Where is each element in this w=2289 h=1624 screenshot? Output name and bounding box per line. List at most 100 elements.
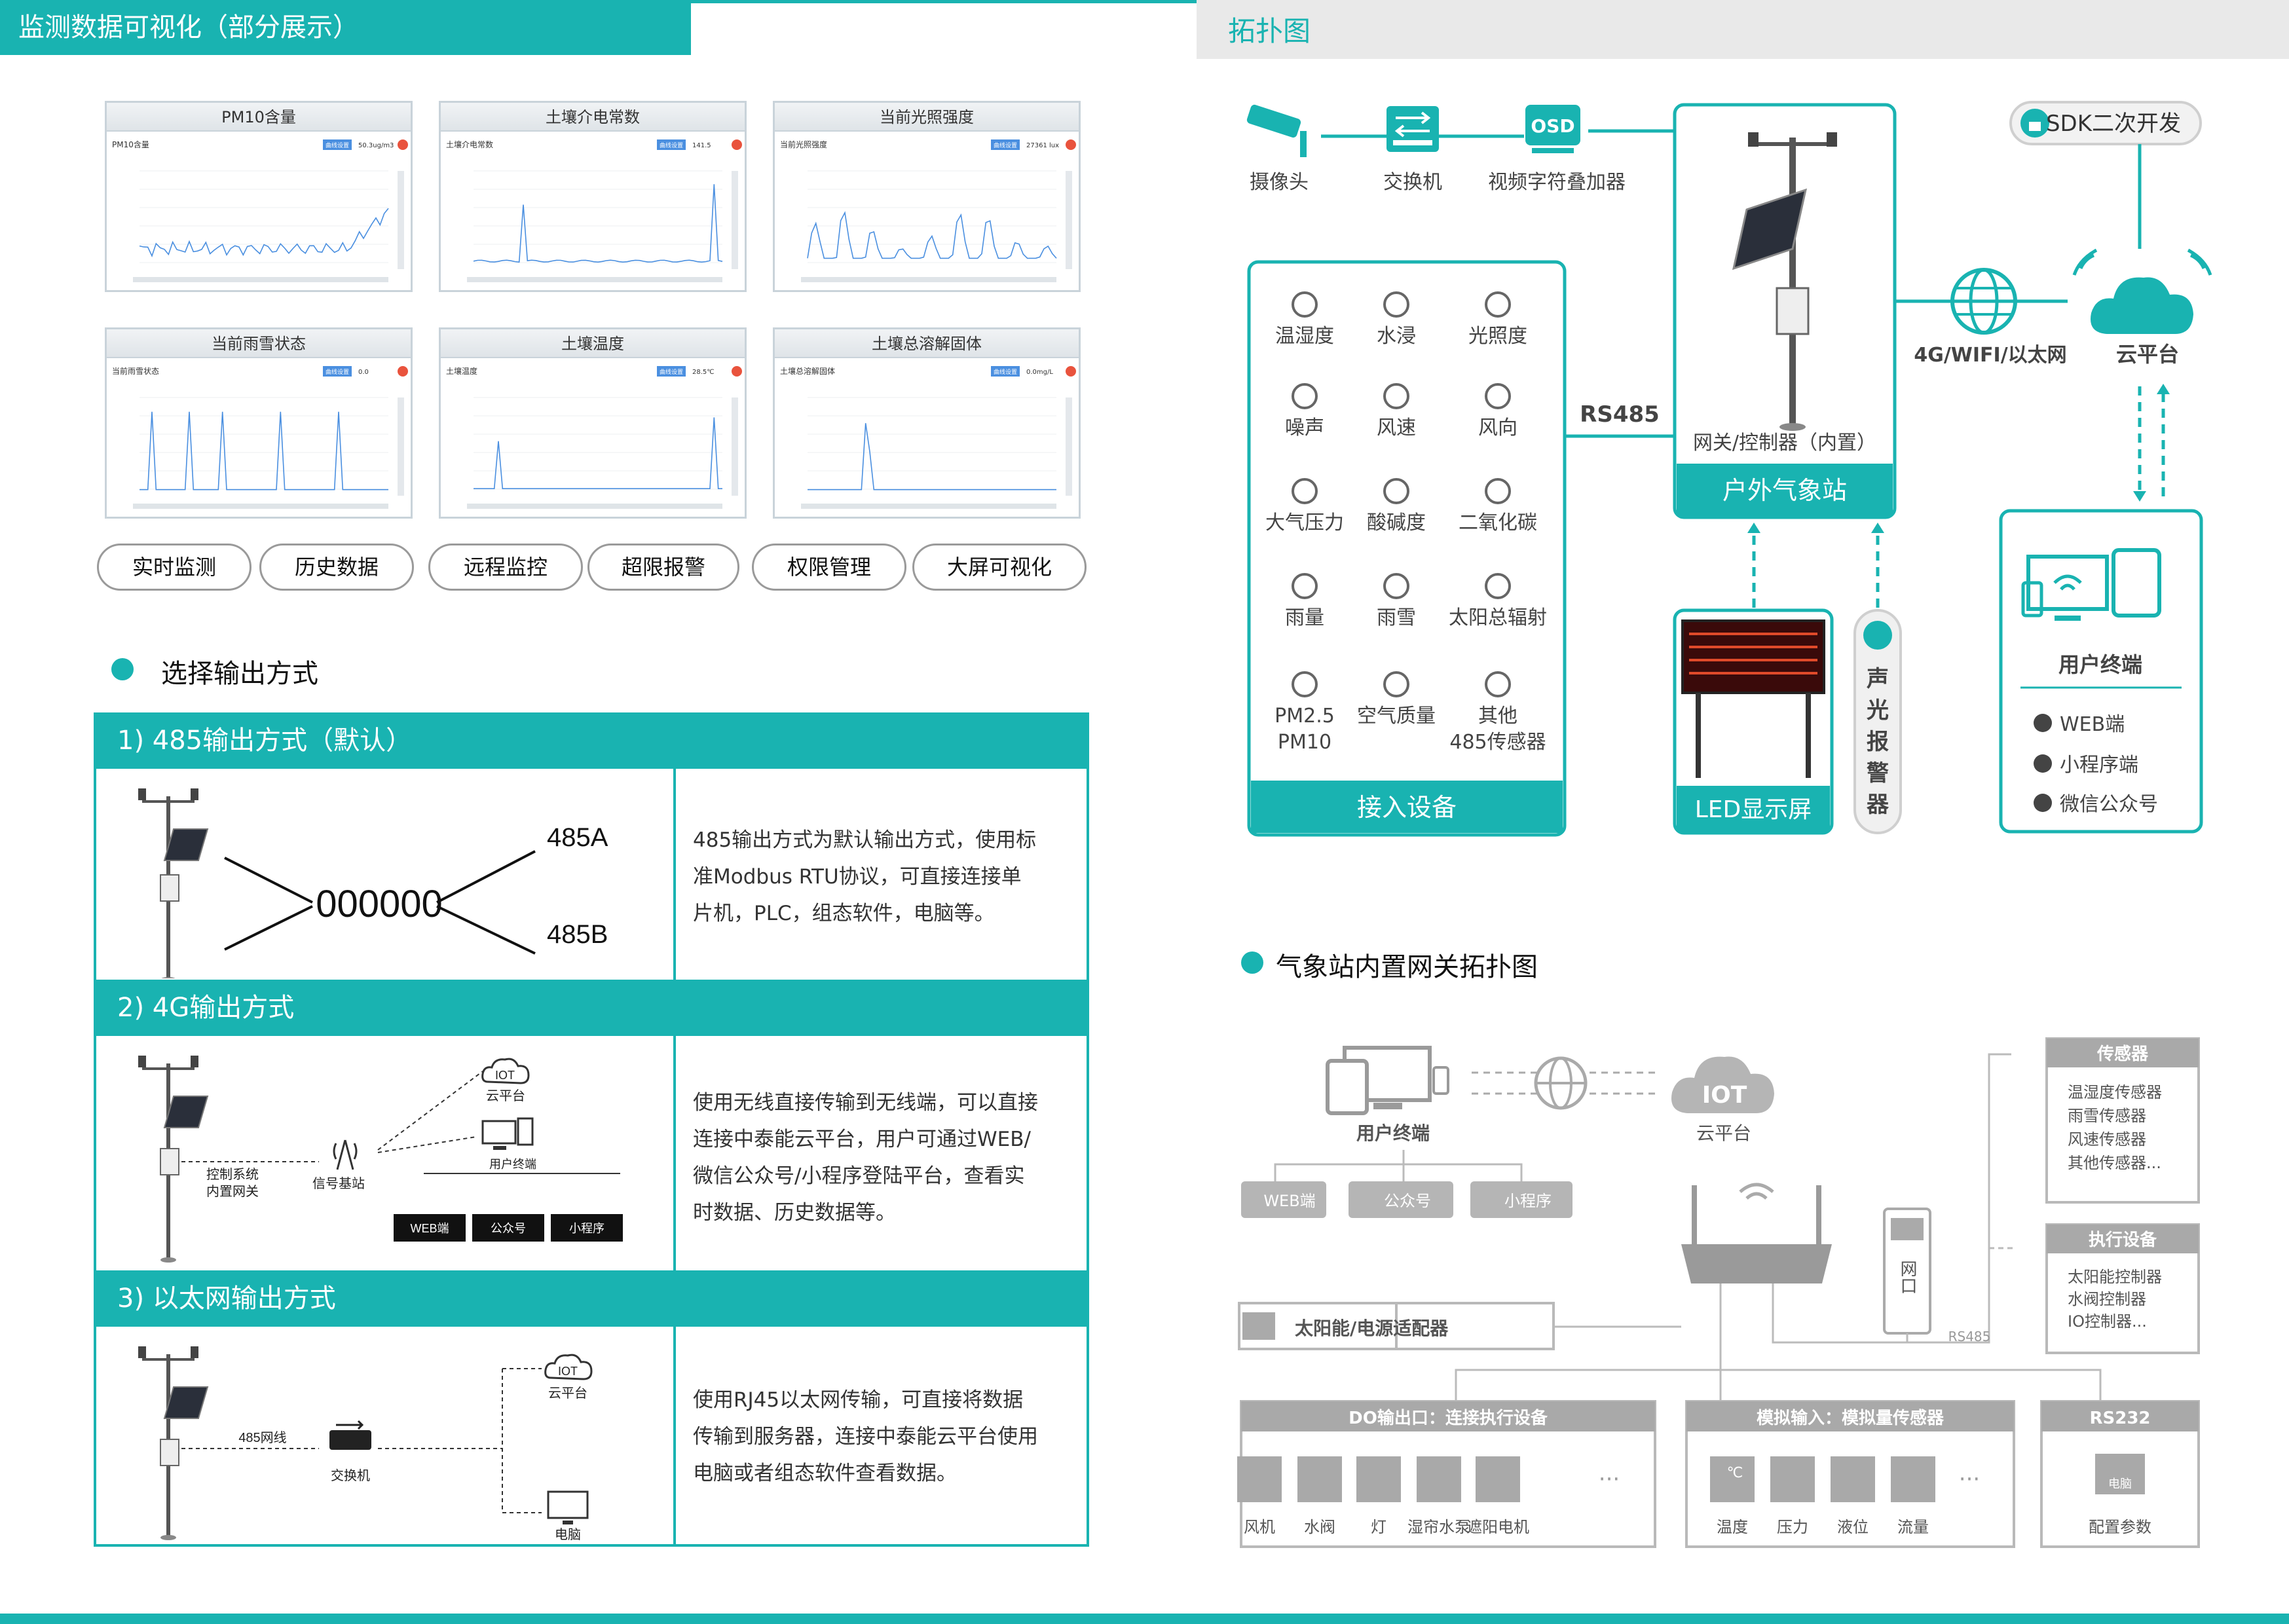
ai-icons: ℃温度压力液位流量··· (1710, 1456, 1980, 1536)
sensor-icon (1292, 291, 1318, 318)
alarm-char: 光 (1867, 697, 1889, 724)
panel-scrollbar (1066, 397, 1072, 496)
cloud-label: 云平台 (1696, 1122, 1751, 1144)
do-item-label: 水阀 (1304, 1518, 1335, 1536)
do-item-label: 湿帘水泵 (1407, 1518, 1470, 1536)
topology-diagram: 摄像头 交换机 OSD 视频字符叠加器 SDK二次开发 网关/控制器（内置） 户… (1246, 101, 2212, 837)
sensor-item: 温湿度 (1275, 291, 1334, 348)
left-header: 监测数据可视化（部分展示） (0, 0, 691, 55)
devices-icon (2021, 548, 2161, 621)
computer-icon-text: 电脑 (2108, 1477, 2132, 1491)
feature-pill[interactable]: 远程监控 (428, 544, 583, 591)
sensor-label: 空气质量 (1357, 705, 1436, 728)
sensor-icon (1485, 291, 1511, 318)
actuator-item: IO控制器... (2068, 1312, 2147, 1331)
sensor-icon (1292, 573, 1318, 599)
panel-series-line (808, 423, 1056, 490)
zoom-slider (801, 277, 1056, 282)
alarm-char: 声 (1867, 666, 1889, 692)
terminal-item-web: WEB端 (2060, 713, 2125, 736)
sensor-icon (1383, 573, 1409, 599)
panel-series-line (139, 208, 389, 258)
sensor-item: 酸碱度 (1367, 478, 1426, 534)
sensor-item: 风向 (1478, 383, 1517, 439)
mode-1-illustration: 000000 485A 485B (138, 788, 608, 978)
actuator-item: 水阀控制器 (2068, 1290, 2146, 1308)
close-icon (1066, 139, 1076, 150)
gateway-label: 内置网关 (206, 1184, 259, 1199)
pc-icon (547, 1490, 589, 1524)
zoom-slider (133, 277, 388, 282)
curve-settings-label: 曲线设置 (660, 141, 683, 149)
alarm-char: 警 (1867, 760, 1889, 786)
desc-line: 使用RJ45以太网传输，可直接将数据 (693, 1388, 1024, 1412)
ai-item-label: 流量 (1897, 1518, 1929, 1536)
do-item-label: 灯 (1371, 1518, 1386, 1536)
gateway-topology-diagram: 用户终端 IOT 云平台 WEB端 公众号 小程序 太阳能/电源适配器 网口 R… (1237, 1037, 2200, 1548)
do-item-icon (1476, 1456, 1520, 1502)
iot-label: IOT (1702, 1082, 1747, 1109)
weather-station-icon (138, 1346, 209, 1540)
sensor-label: 酸碱度 (1367, 511, 1426, 534)
label-485a: 485A (547, 823, 608, 852)
panel-subtitle: PM10含量 (112, 139, 149, 149)
curve-settings-label: 曲线设置 (326, 368, 349, 376)
rs232-head: RS232 (2089, 1409, 2150, 1428)
panel-title: 土壤温度 (441, 329, 745, 358)
sensors-head: 传感器 (2096, 1044, 2149, 1064)
switch-label: 交换机 (1383, 171, 1442, 194)
panel-value: 0.0mg/L (1026, 369, 1053, 376)
curve-settings-button (657, 366, 686, 377)
panel-scrollbar (398, 171, 404, 269)
terminal-icon (481, 1117, 534, 1150)
panel-series-line (473, 184, 723, 263)
sensor-item: 空气质量 (1357, 671, 1436, 728)
sensor-item: 光照度 (1468, 291, 1527, 348)
sensor-icon (1485, 671, 1511, 697)
panel-subtitle: 土壤温度 (446, 366, 477, 376)
label-485b: 485B (547, 920, 608, 949)
osd-device-label: 视频字符叠加器 (1488, 171, 1626, 194)
desc-line: 微信公众号/小程序登陆平台，查看实 (693, 1164, 1025, 1188)
cloud-label: 云平台 (548, 1386, 587, 1401)
output-mode-1-title: 1) 485输出方式（默认） (94, 712, 1089, 769)
output-modes-frame (94, 712, 1089, 1547)
sensor-label: 噪声 (1285, 416, 1324, 439)
sensor-icon (1292, 478, 1318, 504)
sensor-label: 太阳总辐射 (1449, 606, 1547, 629)
panel-title: 当前光照强度 (775, 103, 1079, 132)
feature-pill[interactable]: 超限报警 (587, 544, 739, 591)
sensor-label: 雨量 (1285, 606, 1324, 629)
desc-line: 连接中泰能云平台，用户可通过WEB/ (693, 1128, 1031, 1151)
sensor-item: 雨量 (1285, 573, 1324, 629)
panel-subtitle: 当前雨雪状态 (112, 366, 159, 376)
output-section-title: 选择输出方式 (161, 659, 318, 689)
desc-line: 时数据、历史数据等。 (693, 1201, 896, 1225)
panel-subtitle: 土壤介电常数 (446, 139, 493, 149)
web-label: WEB端 (410, 1222, 449, 1235)
camera-label: 摄像头 (1250, 171, 1309, 194)
more-icon: ··· (1959, 1466, 1980, 1492)
feature-pill[interactable]: 权限管理 (752, 544, 906, 591)
rs485-label: RS485 (1948, 1329, 1991, 1344)
network-label: 4G/WIFI/以太网 (1914, 344, 2066, 367)
feature-pill[interactable]: 大屏可视化 (912, 544, 1087, 591)
computer-icon: 电脑 (2095, 1454, 2145, 1494)
feature-pill[interactable]: 实时监测 (97, 544, 251, 591)
feature-pill[interactable]: 历史数据 (259, 544, 414, 591)
user-terminal-icon (1326, 1046, 1449, 1115)
curve-settings-button (991, 366, 1020, 377)
sensor-item: 风速 (1377, 383, 1416, 439)
actuators-head: 执行设备 (2089, 1230, 2157, 1250)
station-caption: 户外气象站 (1722, 476, 1847, 505)
sensor-label: 485传感器 (1449, 731, 1546, 754)
sensor-icon (1485, 573, 1511, 599)
close-icon (732, 139, 742, 150)
curve-settings-label: 曲线设置 (994, 368, 1017, 376)
